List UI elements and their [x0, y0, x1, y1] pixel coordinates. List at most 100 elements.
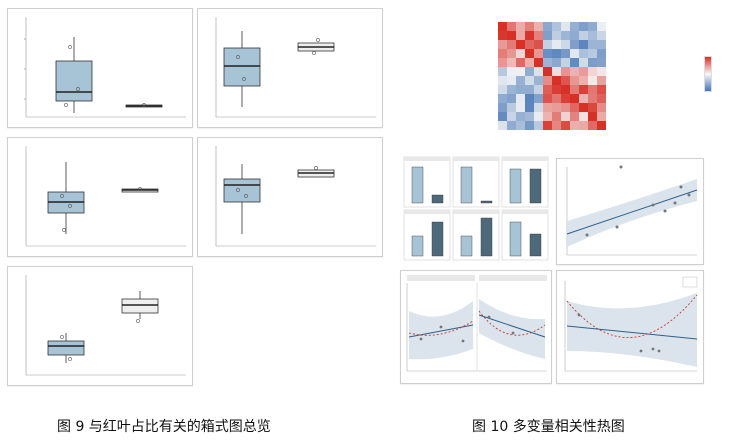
heatmap-cell: [588, 58, 597, 67]
bar: [509, 221, 522, 257]
heatmap-cell: [516, 76, 525, 85]
heatmap-cell: [579, 85, 588, 94]
heatmap-cell: [579, 76, 588, 85]
heatmap-cell: [516, 40, 525, 49]
heatmap-cell: [525, 49, 534, 58]
heatmap-cell: [597, 85, 606, 94]
heatmap-cell: [561, 49, 570, 58]
heatmap-cell: [552, 31, 561, 40]
heatmap-cell: [507, 58, 516, 67]
heatmap-cell: [534, 94, 543, 103]
box-left: [47, 340, 85, 356]
heatmap-cell: [552, 67, 561, 76]
heatmap-cell: [507, 94, 516, 103]
heatmap-cell: [543, 121, 552, 130]
heatmap-cell: [588, 67, 597, 76]
heatmap-cell: [570, 103, 579, 112]
heatmap-cell: [507, 85, 516, 94]
boxplot-panel-3: [7, 137, 193, 257]
heatmap-cell: [507, 112, 516, 121]
heatmap-cell: [570, 85, 579, 94]
heatmap-cell: [498, 94, 507, 103]
ci-band: [567, 293, 697, 367]
heatmap-cell: [534, 58, 543, 67]
heatmap-cell: [498, 67, 507, 76]
heatmap-cell: [561, 67, 570, 76]
regression-line: [566, 325, 698, 340]
heatmap-cell: [498, 76, 507, 85]
heatmap-cell: [552, 121, 561, 130]
heatmap-cell: [516, 31, 525, 40]
bar: [460, 235, 473, 257]
heatmap-cell: [561, 112, 570, 121]
ci-band: [567, 179, 697, 247]
heatmap-cell: [516, 121, 525, 130]
heatmap-cell: [579, 112, 588, 121]
heatmap-cell: [552, 49, 561, 58]
boxplot-panel-4: [197, 137, 383, 257]
heatmap-cell: [525, 40, 534, 49]
bar: [460, 166, 473, 204]
box-left: [223, 178, 261, 203]
heatmap-cell: [579, 49, 588, 58]
heatmap-cell: [525, 121, 534, 130]
heatmap-cell: [507, 40, 516, 49]
bar: [431, 194, 444, 204]
heatmap-cell: [498, 112, 507, 121]
heatmap-cell: [498, 49, 507, 58]
bar-facet: [452, 156, 500, 208]
heatmap-cell: [543, 49, 552, 58]
heatmap-cell: [543, 103, 552, 112]
heatmap-cell: [579, 103, 588, 112]
facet-curves: [406, 275, 547, 372]
heatmap-cell: [552, 22, 561, 31]
heatmap-cell: [498, 85, 507, 94]
curve-fit: [564, 276, 698, 372]
heatmap-cell: [597, 76, 606, 85]
heatmap-cell: [579, 22, 588, 31]
heatmap-cell: [561, 103, 570, 112]
heatmap-cell: [570, 49, 579, 58]
facet-curve-panel: [400, 270, 552, 384]
bar-grid-panel: [400, 155, 550, 264]
heatmap-cell: [570, 121, 579, 130]
heatmap-cell: [516, 67, 525, 76]
heatmap-cell: [570, 94, 579, 103]
heatmap-cell: [525, 67, 534, 76]
boxplot-5: [25, 275, 186, 376]
heatmap-cell: [561, 31, 570, 40]
heatmap-cell: [597, 49, 606, 58]
heatmap-cell: [498, 58, 507, 67]
heatmap-cell: [552, 94, 561, 103]
heatmap-cell: [588, 85, 597, 94]
boxplot-1: [24, 17, 186, 118]
heatmap-cell: [507, 49, 516, 58]
correlation-heatmap-panel: [476, 6, 624, 136]
heatmap-cell: [516, 112, 525, 121]
box-left: [223, 47, 261, 87]
boxplot-3: [25, 146, 186, 247]
bar: [411, 166, 424, 204]
heatmap-cell: [570, 40, 579, 49]
heatmap-cell: [498, 103, 507, 112]
heatmap-cell: [507, 22, 516, 31]
heatmap-cell: [552, 112, 561, 121]
heatmap-cell: [597, 22, 606, 31]
heatmap-cell: [588, 112, 597, 121]
heatmap-cell: [525, 103, 534, 112]
heatmap-cell: [534, 31, 543, 40]
heatmap-cell: [516, 49, 525, 58]
heatmap-cell: [507, 103, 516, 112]
heatmap-cell: [561, 58, 570, 67]
heatmap-cell: [588, 76, 597, 85]
heatmap-cell: [552, 103, 561, 112]
heatmap-cell: [552, 58, 561, 67]
heatmap-cell: [570, 67, 579, 76]
bar: [529, 233, 542, 257]
scatter-regression: [566, 165, 698, 256]
heatmap-cell: [543, 22, 552, 31]
heatmap-cell: [570, 76, 579, 85]
heatmap-cell: [579, 94, 588, 103]
heatmap-cell: [543, 94, 552, 103]
boxplot-panel-5: [7, 266, 193, 386]
